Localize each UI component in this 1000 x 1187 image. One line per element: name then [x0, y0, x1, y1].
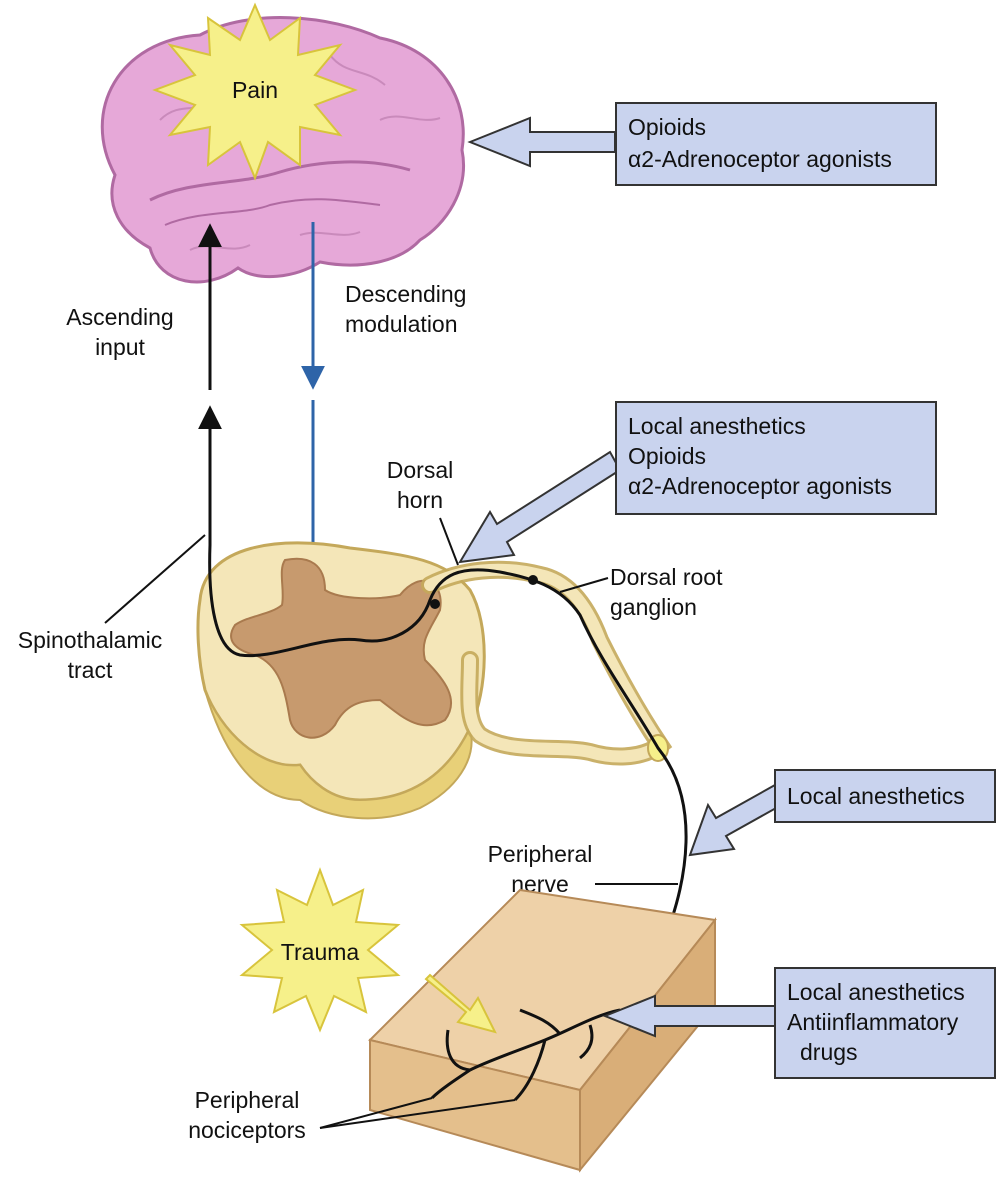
- ascending-label-line-1: Ascending: [66, 304, 173, 330]
- skin-block: [370, 890, 715, 1170]
- brain-drug-line-1: Opioids: [628, 114, 706, 140]
- brain-drug-line-2: α2-Adrenoceptor agonists: [628, 146, 892, 172]
- dorsal-horn-drug-line-3: α2-Adrenoceptor agonists: [628, 473, 892, 499]
- nerve-drug-line-1: Local anesthetics: [787, 783, 965, 809]
- periphery-drug-line-3: drugs: [800, 1039, 858, 1065]
- nociceptors-label-line-1: Peripheral: [195, 1087, 300, 1113]
- periphery-drug-line-2: Antiinflammatory: [787, 1009, 959, 1035]
- spinothalamic-label-line-2: tract: [68, 657, 113, 683]
- pain-label: Pain: [232, 77, 278, 103]
- dorsal-horn-label-line-1: Dorsal: [387, 457, 453, 483]
- trauma-label: Trauma: [281, 939, 360, 965]
- ascending-label-line-2: input: [95, 334, 145, 360]
- spinothalamic-label-line-1: Spinothalamic: [18, 627, 162, 653]
- periphery-drug-box: Local anesthetics Antiinflammatory drugs: [775, 968, 995, 1078]
- dorsal-root-label-line-1: Dorsal root: [610, 564, 723, 590]
- dorsal-horn-drug-arrow: [460, 452, 620, 562]
- nerve-drug-box: Local anesthetics: [775, 770, 995, 822]
- nociceptors-label-line-2: nociceptors: [188, 1117, 306, 1143]
- dorsal-horn-drug-line-1: Local anesthetics: [628, 413, 806, 439]
- descending-label-line-1: Descending: [345, 281, 466, 307]
- peripheral-nerve-label-line-1: Peripheral: [488, 841, 593, 867]
- dorsal-horn-leader: [440, 518, 458, 565]
- trauma-starburst: Trauma: [242, 870, 398, 1030]
- dorsal-horn-drug-box: Local anesthetics Opioids α2-Adrenocepto…: [616, 402, 936, 514]
- descending-label-line-2: modulation: [345, 311, 458, 337]
- dorsal-horn-label-line-2: horn: [397, 487, 443, 513]
- brain-drug-arrow: [470, 118, 615, 166]
- brain-drug-box: Opioids α2-Adrenoceptor agonists: [616, 103, 936, 185]
- periphery-drug-line-1: Local anesthetics: [787, 979, 965, 1005]
- spinothalamic-leader: [105, 535, 205, 623]
- dorsal-root-label-line-2: ganglion: [610, 594, 697, 620]
- dorsal-horn-drug-line-2: Opioids: [628, 443, 706, 469]
- nerve-drug-arrow: [690, 785, 785, 855]
